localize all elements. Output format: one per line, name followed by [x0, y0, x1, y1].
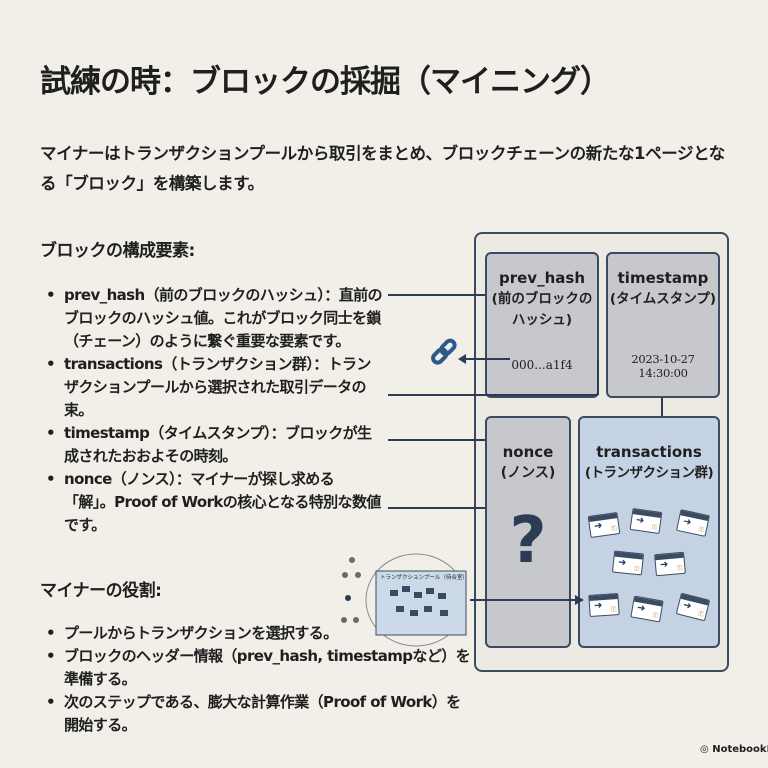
footer-brand-label: NotebookLM	[712, 744, 768, 755]
component-prev-hash: prev_hash（前のブロックのハッシュ）：直前のブロックのハッシュ値。これが…	[44, 284, 384, 353]
role-list: プールからトランザクションを選択する。 ブロックのヘッダー情報（prev_has…	[44, 622, 474, 737]
role-item-select: プールからトランザクションを選択する。	[44, 622, 474, 645]
prev-hash-title: prev_hash	[499, 269, 585, 287]
timestamp-subtitle: (タイムスタンプ)	[609, 291, 717, 307]
prev-hash-subtitle: (前のブロックの ハッシュ)	[491, 291, 593, 328]
role-heading: マイナーの役割:	[40, 581, 162, 601]
component-timestamp: timestamp（タイムスタンプ）：ブロックが生成されたおおよその時刻。	[44, 422, 384, 468]
transaction-pool-illustration	[341, 553, 467, 647]
nonce-subtitle: (ノンス)	[500, 465, 556, 481]
components-list: prev_hash（前のブロックのハッシュ）：直前のブロックのハッシュ値。これが…	[44, 284, 384, 537]
prev-hash-value: 000...a1f4	[511, 358, 573, 372]
page-title: 試練の時：ブロックの採掘（マイニング）	[40, 64, 611, 100]
role-item-header: ブロックのヘッダー情報（prev_hash, timestampなど）を準備する…	[44, 645, 474, 691]
chain-link-icon	[431, 338, 457, 365]
component-transactions: transactions（トランザクション群）：トランザクションプールから選択さ…	[44, 353, 384, 422]
pool-label: トランザクションプール（待合室）	[380, 575, 468, 581]
nonce-title: nonce	[502, 443, 554, 461]
role-item-pow: 次のステップである、膨大な計算作業（Proof of Work）を開始する。	[44, 691, 474, 737]
intro-text: マイナーはトランザクションプールから取引をまとめ、ブロックチェーンの新たな1ペー…	[40, 144, 725, 193]
nonce-box: nonce (ノンス) ?	[485, 416, 571, 648]
timestamp-title: timestamp	[617, 269, 709, 287]
components-heading: ブロックの構成要素:	[40, 241, 195, 261]
component-nonce: nonce（ノンス）：マイナーが探し求める「解」。Proof of Workの核…	[44, 468, 384, 537]
timestamp-box: timestamp (タイムスタンプ) 2023-10-27 14:30:00	[606, 252, 720, 398]
footer-brand: ◎ NotebookLM	[700, 744, 768, 755]
timestamp-value: 2023-10-27 14:30:00	[631, 352, 695, 380]
transactions-title: transactions	[596, 443, 702, 461]
prev-hash-box: prev_hash (前のブロックの ハッシュ) 000...a1f4	[485, 252, 599, 398]
nonce-question-mark: ?	[509, 504, 547, 578]
transactions-subtitle: (トランザクション群)	[584, 465, 714, 481]
